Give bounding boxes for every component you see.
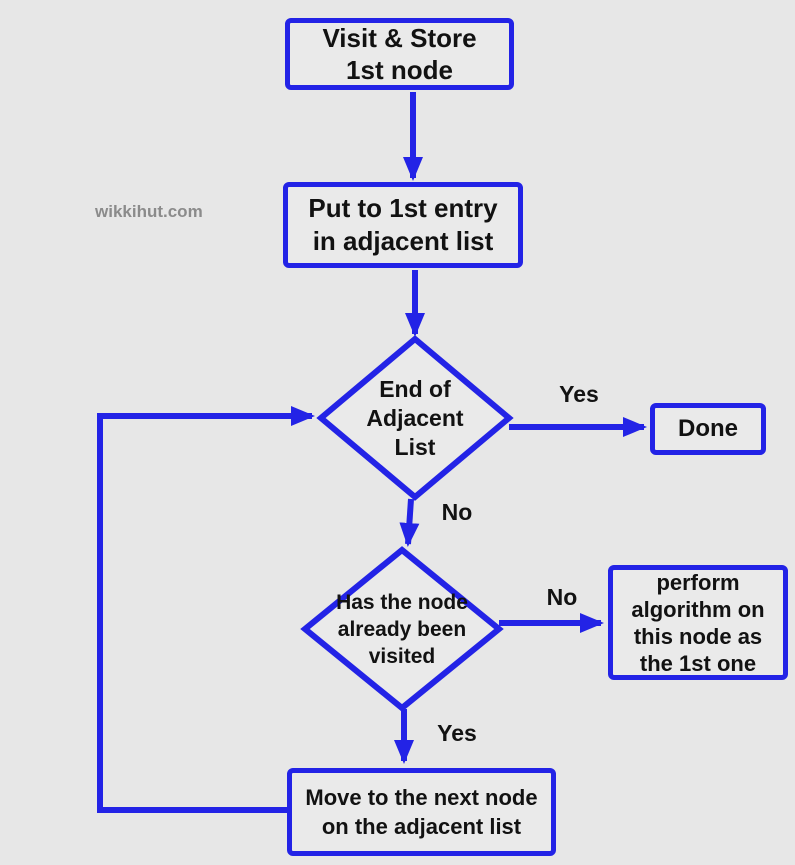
arrow-no-to-visited-decision: [399, 498, 420, 547]
node-move-next-label: Move to the next node on the adjacent li…: [305, 785, 538, 839]
node-visit-store-label: Visit & Store 1st node: [322, 23, 477, 85]
node-perform-algorithm-label: perform algorithm on this node as the 1s…: [631, 569, 765, 676]
decision-has-visited: Has the node already been visited: [305, 562, 499, 696]
edge-label-end-no: No: [441, 499, 473, 525]
node-perform-algorithm: perform algorithm on this node as the 1s…: [608, 565, 788, 680]
arrow-loop-move-to-end-decision: [97, 406, 315, 813]
node-done-label: Done: [678, 415, 738, 442]
decision-end-of-list-shape: [316, 335, 514, 501]
node-done: Done: [650, 403, 766, 455]
node-put-entry-label: Put to 1st entry in adjacent list: [308, 193, 498, 256]
decision-has-visited-label: Has the node already been visited: [336, 590, 468, 668]
watermark: wikkihut.com: [95, 202, 203, 221]
decision-end-of-list-label: End of Adjacent List: [366, 375, 464, 460]
decision-end-of-list: End of Adjacent List: [325, 347, 505, 489]
node-put-entry: Put to 1st entry in adjacent list: [283, 182, 523, 268]
node-visit-store: Visit & Store 1st node: [285, 18, 514, 90]
edge-label-visited-no: No: [546, 584, 578, 610]
edge-label-visited-yes: Yes: [437, 720, 477, 746]
decision-has-visited-shape: [300, 546, 504, 712]
edge-label-end-yes: Yes: [559, 381, 599, 407]
node-move-next: Move to the next node on the adjacent li…: [287, 768, 556, 856]
